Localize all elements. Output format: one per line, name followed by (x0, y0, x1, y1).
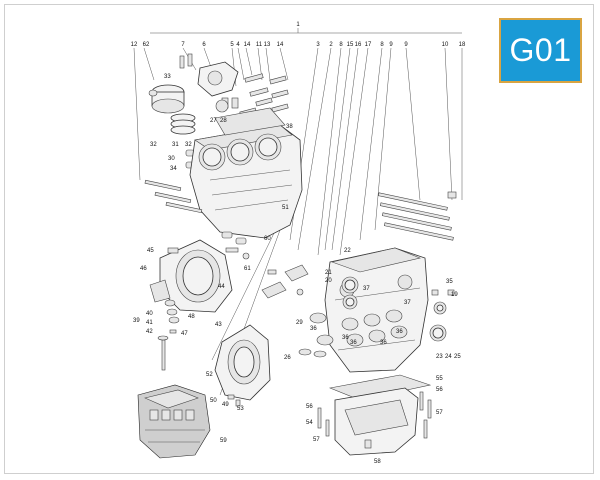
callout-label: 53 (237, 406, 244, 412)
oil-pan-assembly (317, 374, 432, 456)
callout-label: 59 (220, 438, 227, 444)
callout-label: 11 (256, 42, 263, 48)
callout-label: 61 (244, 266, 251, 272)
callout-label: 21 (325, 270, 332, 276)
callout-label: 35 (446, 279, 453, 285)
callout-label: 50 (210, 398, 217, 404)
callout-label: 46 (140, 266, 147, 272)
piston-assembly (148, 84, 196, 169)
callout-label: 2 (329, 42, 333, 48)
callout-label: 43 (215, 322, 222, 328)
group-code-badge: G01 (499, 18, 582, 83)
callout-label: 17 (365, 42, 372, 48)
callout-label: 36 (350, 340, 357, 346)
callout-label: 9 (404, 42, 408, 48)
callout-label: 20 (325, 278, 332, 284)
callout-label: 36 (380, 340, 387, 346)
callout-label: 41 (146, 320, 153, 326)
callout-label: 56 (436, 387, 443, 393)
cylinder-block (189, 107, 303, 239)
alternator-cover (214, 324, 271, 407)
callout-label: 57 (313, 437, 320, 443)
callout-label: 58 (374, 459, 381, 465)
callout-label: 56 (306, 404, 313, 410)
callout-label: 57 (436, 410, 443, 416)
callout-label: 60 (264, 236, 271, 242)
callout-label: 52 (206, 372, 213, 378)
seals-right (429, 289, 455, 342)
callout-label: 51 (282, 205, 289, 211)
callout-label: 9 (389, 42, 393, 48)
left-side-cover (149, 239, 233, 313)
callout-label: 23 (436, 354, 443, 360)
callout-label: 1 (296, 22, 300, 28)
callout-label: 28 (220, 118, 227, 124)
callout-label: 13 (264, 42, 271, 48)
shaft-parts (157, 299, 180, 371)
callout-label: 18 (459, 42, 466, 48)
callout-label: 3 (316, 42, 320, 48)
callout-label: 49 (222, 402, 229, 408)
reference-bracket (150, 28, 462, 34)
callout-label: 38 (286, 124, 293, 130)
small-fittings (221, 231, 309, 299)
callout-label: 30 (168, 156, 175, 162)
callout-label: 37 (363, 286, 370, 292)
callout-label: 36 (396, 329, 403, 335)
callout-label: 42 (146, 329, 153, 335)
callout-label: 54 (306, 420, 313, 426)
callout-label: 15 (347, 42, 354, 48)
connecting-rod (197, 61, 239, 109)
callout-label: 48 (188, 314, 195, 320)
stud-bolts-top (179, 53, 289, 117)
callout-label: 45 (147, 248, 154, 254)
callout-label: 39 (133, 318, 140, 324)
callout-label: 19 (451, 292, 458, 298)
callout-label: 32 (185, 142, 192, 148)
callout-label: 47 (181, 331, 188, 337)
callout-label: 14 (277, 42, 284, 48)
callout-label: 4 (236, 42, 240, 48)
long-bolts-left (144, 179, 203, 214)
callout-labels: 1 12 62 7 6 5 4 14 11 13 14 3 2 8 15 16 … (131, 22, 466, 465)
callout-label: 25 (454, 354, 461, 360)
callout-label: 7 (181, 42, 185, 48)
callout-label: 62 (143, 42, 150, 48)
callout-label: 16 (355, 42, 362, 48)
callout-label: 36 (342, 335, 349, 341)
callout-label: 8 (339, 42, 343, 48)
callout-label: 29 (296, 320, 303, 326)
callout-label: 31 (172, 142, 179, 148)
callout-label: 22 (344, 248, 351, 254)
callout-label: 8 (380, 42, 384, 48)
complete-engine-thumbnail (137, 384, 211, 459)
seals-left (298, 276, 359, 358)
long-bolts-right (377, 191, 457, 241)
diagram-frame (4, 4, 594, 474)
callout-label: 32 (150, 142, 157, 148)
callout-label: 12 (131, 42, 138, 48)
callout-label: 37 (404, 300, 411, 306)
callout-label: 55 (436, 376, 443, 382)
callout-label: 36 (310, 326, 317, 332)
callout-label: 10 (442, 42, 449, 48)
callout-label: 44 (218, 284, 225, 290)
callout-label: 40 (146, 311, 153, 317)
crankcase (324, 247, 429, 373)
callout-label: 5 (230, 42, 234, 48)
callout-label: 24 (445, 354, 452, 360)
callout-label: 27 (210, 118, 217, 124)
callout-label: 14 (244, 42, 251, 48)
callout-label: 6 (202, 42, 206, 48)
callout-label: 34 (170, 166, 177, 172)
callout-label: 33 (164, 74, 171, 80)
callout-label: 26 (284, 355, 291, 361)
